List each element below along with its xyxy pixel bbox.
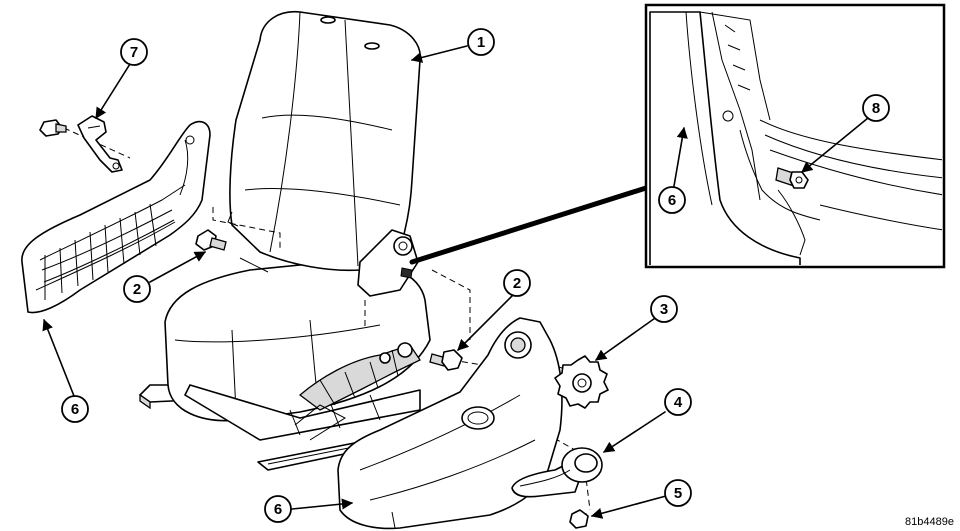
svg-text:8: 8 [872, 100, 880, 117]
bracket [39, 115, 123, 173]
callout-1: 1 [467, 28, 495, 56]
figure-code: 81b4489e [905, 516, 954, 528]
callout-2-right: 2 [503, 269, 531, 297]
callout-4: 4 [664, 388, 692, 416]
svg-text:3: 3 [660, 301, 668, 318]
callout-6-right: 6 [264, 495, 292, 523]
callout-2-left: 2 [123, 275, 151, 303]
handle-screw [569, 509, 589, 529]
svg-text:4: 4 [674, 394, 683, 411]
callout-6-left: 6 [61, 395, 89, 423]
screw-right-part [429, 349, 463, 371]
recliner-handle [511, 447, 603, 498]
shield-left [21, 120, 211, 314]
callout-8: 8 [862, 94, 890, 122]
svg-text:6: 6 [71, 401, 79, 418]
svg-text:5: 5 [674, 485, 682, 502]
callout-6-inset: 6 [658, 186, 686, 214]
callout-7: 7 [120, 38, 148, 66]
svg-text:2: 2 [133, 281, 141, 298]
seat-back [227, 11, 421, 297]
seat-cushion [139, 260, 431, 471]
svg-text:6: 6 [668, 192, 676, 209]
leader-arrows [42, 45, 869, 519]
screw-left-part [195, 229, 269, 273]
svg-text:7: 7 [130, 44, 138, 61]
callout-3: 3 [650, 295, 678, 323]
recliner-gear [554, 355, 609, 409]
callout-5: 5 [664, 479, 692, 507]
detail-inset [409, 3, 946, 269]
svg-text:1: 1 [477, 34, 485, 51]
svg-text:2: 2 [513, 275, 521, 292]
svg-text:6: 6 [274, 501, 282, 518]
